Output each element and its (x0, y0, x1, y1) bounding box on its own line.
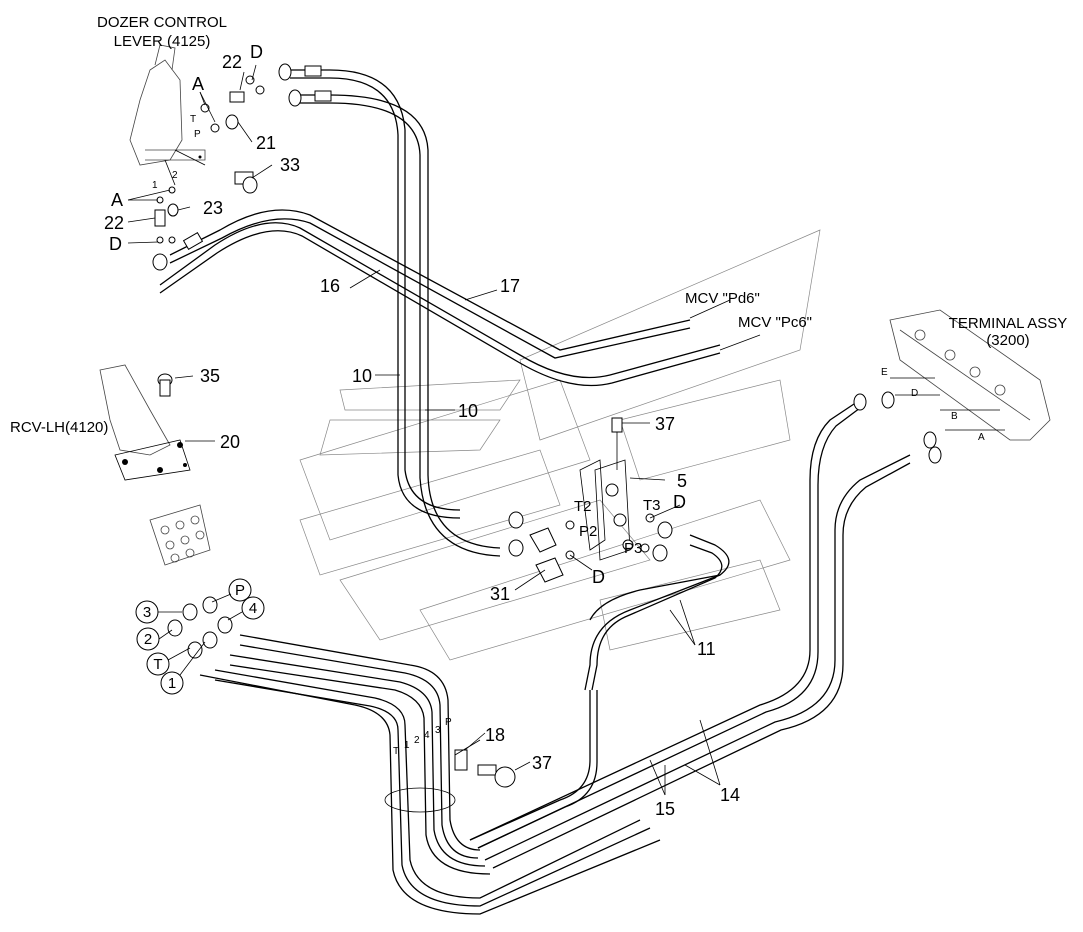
port-d: D (911, 388, 918, 399)
callout-35: 35 (200, 366, 220, 386)
circle-callout-4: 4 (249, 600, 257, 617)
leader-lines (127, 64, 721, 796)
callout-37-top: 37 (655, 414, 675, 434)
circle-callout-1: 1 (168, 675, 176, 692)
hose-label-3: 3 (435, 725, 441, 736)
mcv-pc6-label: MCV "Pc6" (738, 314, 812, 331)
callout-d-top: D (250, 42, 263, 62)
callout-23: 23 (203, 198, 223, 218)
circle-callout-text: P 3 4 2 T 1 (143, 582, 257, 692)
callout-18: 18 (485, 725, 505, 745)
hose-label-4: 4 (424, 730, 430, 741)
hose-label-1: 1 (404, 740, 410, 751)
hose-label-2: 2 (414, 735, 420, 746)
callout-14: 14 (720, 785, 740, 805)
callout-d-right: D (673, 492, 686, 512)
callout-10-b: 10 (458, 401, 478, 421)
callout-d-left: D (109, 234, 122, 254)
port-t3: T3 (643, 497, 661, 514)
port-p2: P2 (579, 523, 597, 540)
callout-33: 33 (280, 155, 300, 175)
port-labels: T P 1 2 T2 T3 P2 P3 E D B A T 1 2 4 3 P (152, 114, 985, 757)
port-e: E (881, 367, 888, 378)
port-t-top: T (190, 114, 196, 125)
rcv-lh-sketch (99, 364, 191, 481)
callout-17: 17 (500, 276, 520, 296)
callout-a-top: A (192, 74, 204, 94)
mcv-pd6-label: MCV "Pd6" (685, 290, 760, 307)
bracket-5 (579, 417, 634, 561)
circle-callout-3: 3 (143, 604, 151, 621)
callout-16: 16 (320, 276, 340, 296)
port-p-top: P (194, 129, 201, 140)
callout-a-left: A (111, 190, 123, 210)
terminal-assy-sketch (889, 309, 1051, 441)
callout-d-bottom: D (592, 567, 605, 587)
callout-15: 15 (655, 799, 675, 819)
rcv-hoses (199, 634, 661, 915)
dozer-control-lever-sketch (129, 44, 206, 186)
circle-callout-t: T (153, 656, 162, 673)
hose-label-p: P (445, 717, 452, 728)
terminal-assy-label-2: (3200) (986, 332, 1029, 349)
callout-31: 31 (490, 584, 510, 604)
fittings (152, 63, 942, 659)
hose-label-t: T (393, 746, 399, 757)
dozer-control-lever-label-2: LEVER (4125) (114, 33, 211, 50)
clamp-18 (384, 739, 481, 813)
part-callouts: 22 D A 21 33 A 23 22 D 16 17 10 10 35 20… (104, 42, 740, 819)
circle-callout-p: P (235, 582, 245, 599)
rcv-port-block-sketch (149, 504, 211, 566)
component-labels: DOZER CONTROL LEVER (4125) TERMINAL ASSY… (10, 14, 1067, 436)
dozer-control-lever-label: DOZER CONTROL (97, 14, 227, 31)
hose-11 (584, 534, 730, 691)
port-a: A (978, 432, 985, 443)
callout-21: 21 (256, 133, 276, 153)
port-1: 1 (152, 180, 158, 191)
callout-22-top: 22 (222, 52, 242, 72)
terminal-assy-label: TERMINAL ASSY (949, 315, 1068, 332)
callout-11: 11 (697, 639, 716, 659)
port-2: 2 (172, 170, 178, 181)
callout-10-a: 10 (352, 366, 372, 386)
callout-37-bottom: 37 (532, 753, 552, 773)
rcv-lh-label: RCV-LH(4120) (10, 419, 108, 436)
circle-callout-2: 2 (144, 631, 152, 648)
callout-20: 20 (220, 432, 240, 452)
port-p3: P3 (624, 540, 642, 557)
hose-14-15 (469, 399, 911, 869)
port-t2: T2 (574, 498, 592, 515)
bolt-37-bottom (477, 764, 516, 788)
port-b: B (951, 411, 958, 422)
callout-22-left: 22 (104, 213, 124, 233)
circle-callouts (135, 578, 265, 695)
callout-5: 5 (677, 471, 687, 491)
hose-16-17 (159, 69, 761, 557)
